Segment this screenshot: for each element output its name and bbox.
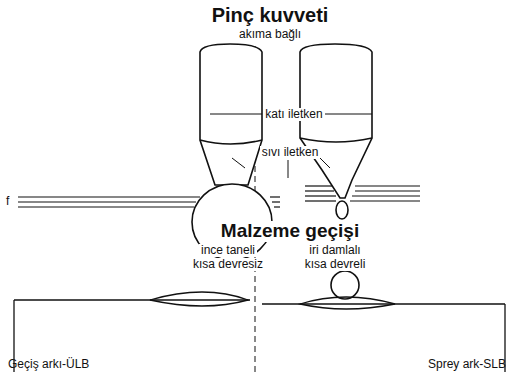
caption-label: Geçiş arkı-ÜLB <box>8 358 89 371</box>
note: kısa devreli <box>303 258 368 271</box>
caption-label: Sprey ark-SLB <box>428 358 506 371</box>
force-lines <box>18 186 420 207</box>
leader-lines <box>210 114 372 178</box>
solid-liquid-border <box>200 140 262 144</box>
note: ince taneli <box>199 244 257 257</box>
part-label: katı iletken <box>263 108 324 121</box>
note: iri damlalı <box>307 244 362 257</box>
heading: Malzeme geçişi <box>219 221 361 242</box>
solid-liquid-border <box>300 138 372 142</box>
droplet-small <box>336 201 348 219</box>
part-label: sıvı iletken <box>260 146 321 159</box>
subtitle: akıma bağlı <box>237 28 303 41</box>
electrode-left <box>200 44 262 185</box>
note: kısa devresiz <box>191 258 265 271</box>
droplet <box>331 271 359 299</box>
title: Pinç kuvveti <box>212 4 329 26</box>
force-label: f <box>6 195 9 208</box>
